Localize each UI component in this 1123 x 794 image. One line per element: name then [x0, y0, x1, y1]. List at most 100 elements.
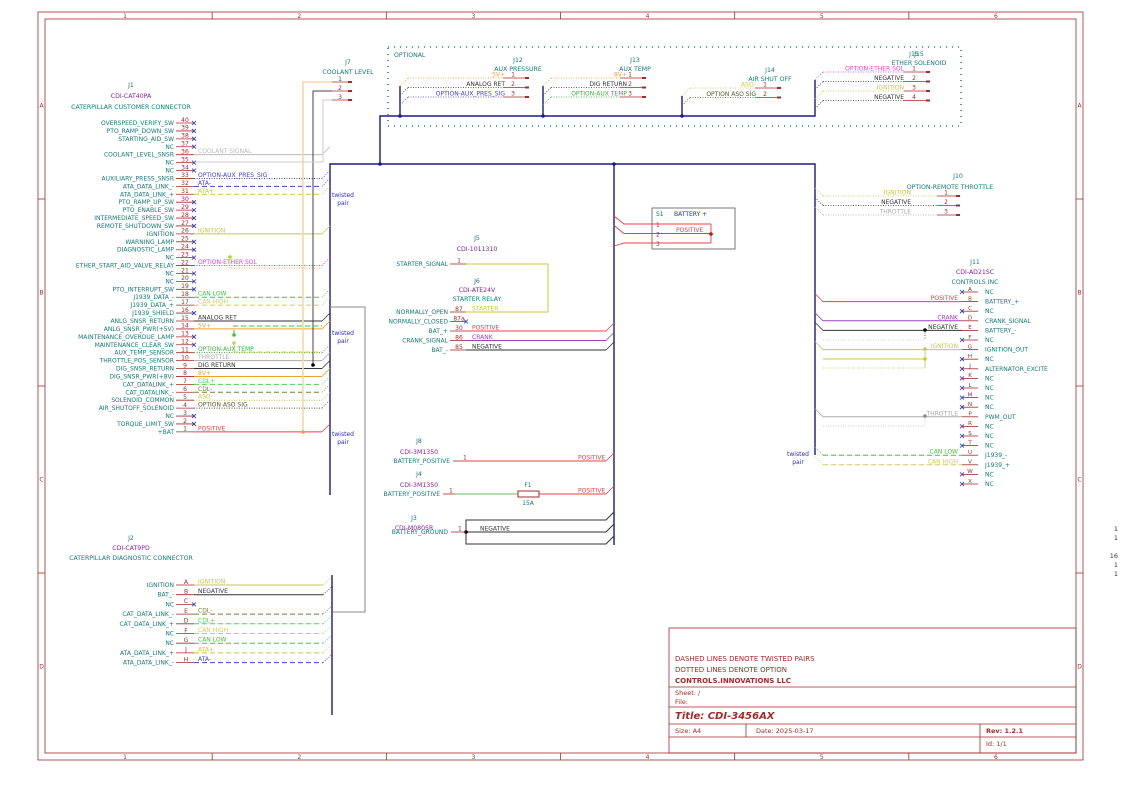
j13-pin-number: 2	[628, 81, 632, 88]
no-connect-icon	[191, 271, 197, 276]
j11-pin-number: K	[968, 373, 972, 379]
j1-pin-number: 32	[181, 180, 189, 187]
j1-pin-name: DIG_SNSR_PWR(+8V)	[109, 373, 174, 380]
s1-desc: BATTERY +	[674, 211, 707, 218]
j2-pin-number: H	[184, 656, 189, 663]
wires	[194, 71, 962, 715]
j11-pin-number: L	[968, 383, 972, 389]
j11-pin-number: T	[967, 440, 972, 446]
j1-pin-name: CAT_DATALINK_+	[122, 381, 174, 388]
j1-pin-name: NC	[165, 278, 174, 285]
side-number: 1	[1114, 570, 1118, 578]
row-label-left: C	[39, 477, 43, 484]
j4-net-label: POSITIVE	[578, 488, 605, 495]
s1-pin-number: 2	[656, 232, 660, 239]
j1-pin-number: 17	[181, 299, 189, 306]
no-connect-stroke	[959, 366, 965, 372]
no-connect-icon	[191, 207, 197, 213]
no-connect-stroke	[191, 255, 197, 260]
bus-entry	[321, 423, 331, 433]
s1-wire	[613, 225, 711, 234]
j11-pin-number: X	[968, 479, 972, 485]
j4-value: CDI-3M1350	[400, 482, 438, 489]
no-connect-icon	[959, 481, 965, 487]
no-connect-stroke	[191, 136, 197, 142]
j6-net-label: STARTER	[472, 306, 498, 313]
j3-net-label: NEGATIVE	[480, 526, 510, 533]
j11-net-label: IGNITION	[931, 343, 958, 350]
no-connect-stroke	[191, 215, 197, 221]
j11-net-label: CRANK	[937, 314, 959, 321]
j1-pin-name: IGNITION	[147, 231, 174, 238]
junction-dot	[923, 347, 927, 351]
j10-pin-end	[956, 214, 960, 216]
bus-entry	[681, 97, 691, 106]
j3-ref: J3	[410, 515, 417, 522]
j2-pin-name: BAT_-	[157, 592, 174, 599]
j2-pin-name: CAT_DATA_LINK_-	[122, 611, 174, 618]
sheet-id: Id: 1/1	[986, 740, 1007, 748]
j5-pin-name: STARTER_SIGNAL	[396, 261, 448, 268]
bus-entry	[814, 71, 824, 81]
j2-net-label: CAN LOW	[198, 637, 227, 644]
j1-pin-name: DIG_SNSR_RETURN	[116, 366, 174, 373]
j1-pin-number: 28	[181, 212, 189, 219]
side-number: 16	[1110, 552, 1118, 560]
optional-box	[387, 46, 962, 127]
j1-pin-name: J1939_DATA_-	[132, 294, 174, 301]
j15-net-label: IGNITION	[877, 85, 904, 92]
j1-pin-name: MAINTENANCE_OVERDUE_LAMP	[78, 334, 174, 341]
no-connect-stroke	[959, 376, 965, 381]
j15-pin-number: 4	[912, 94, 916, 101]
j1-pin-number: 10	[181, 354, 189, 361]
j7-pin-number: 3	[338, 94, 342, 101]
j1-pin-name: AUXILIARY_PRESS_SNSR	[101, 175, 174, 182]
j2-net-label: CDL-	[198, 608, 212, 615]
j1-pin-name: AUX_TEMP_SENSOR	[114, 350, 174, 357]
j14-pin-end	[777, 87, 781, 89]
j15-pin-end	[926, 80, 930, 83]
j1-pin-number: 31	[181, 188, 189, 195]
junction-dot	[228, 255, 232, 259]
no-connect-stroke	[191, 602, 197, 607]
junction-dot	[311, 363, 315, 367]
bus-entry	[321, 360, 331, 369]
ignition-branch	[229, 257, 322, 269]
bus-entry	[399, 77, 409, 87]
bus-entry	[321, 178, 331, 187]
row-label-right: B	[1077, 290, 1081, 297]
j1-net-label: POSITIVE	[198, 425, 225, 432]
j14-pin-number: 1	[763, 82, 767, 89]
no-connect-icon	[959, 385, 965, 391]
no-connect-stroke	[959, 472, 965, 477]
j11-net-label: CAN HIGH	[928, 458, 958, 465]
j1-pin-number: 34	[181, 164, 189, 171]
j5-ref: J5	[473, 235, 480, 242]
j1-pin-name: ATA_DATA_LINK_-	[123, 183, 174, 190]
no-connect-stroke	[191, 342, 197, 348]
bus-entry	[605, 452, 615, 462]
junction-dot	[301, 430, 305, 434]
j12-pin-end	[525, 77, 529, 79]
j6-ref: J6	[473, 278, 480, 285]
j1-pin-number: 15	[181, 315, 189, 322]
no-connect-icon	[463, 319, 469, 324]
j14-pin-end	[777, 96, 781, 99]
f1-ref: F1	[524, 482, 531, 489]
bus-entry	[399, 87, 409, 96]
j1-pin-name: TORQUE_LIMIT_SW	[116, 421, 174, 428]
j11-pin-name: NC	[985, 471, 994, 478]
j7-pin-end	[348, 99, 352, 101]
s1-net-label: POSITIVE	[676, 227, 703, 234]
j11-pin-number: E	[968, 325, 972, 331]
j1-pin-number: 5	[183, 394, 187, 401]
no-connect-icon	[959, 424, 965, 429]
column-label-bottom: 5	[820, 754, 824, 761]
bus-entry	[322, 615, 333, 625]
j6-pin-name: BAT_-	[431, 347, 448, 354]
j15-net-label: OPTION-ETHER SOL	[845, 66, 905, 73]
no-connect-icon	[191, 413, 197, 419]
j11-pin-number: M	[968, 392, 973, 398]
j1-pin-number: 11	[181, 346, 189, 353]
j1-pin-name: PTO_RAMP_UP_SW	[118, 199, 174, 206]
